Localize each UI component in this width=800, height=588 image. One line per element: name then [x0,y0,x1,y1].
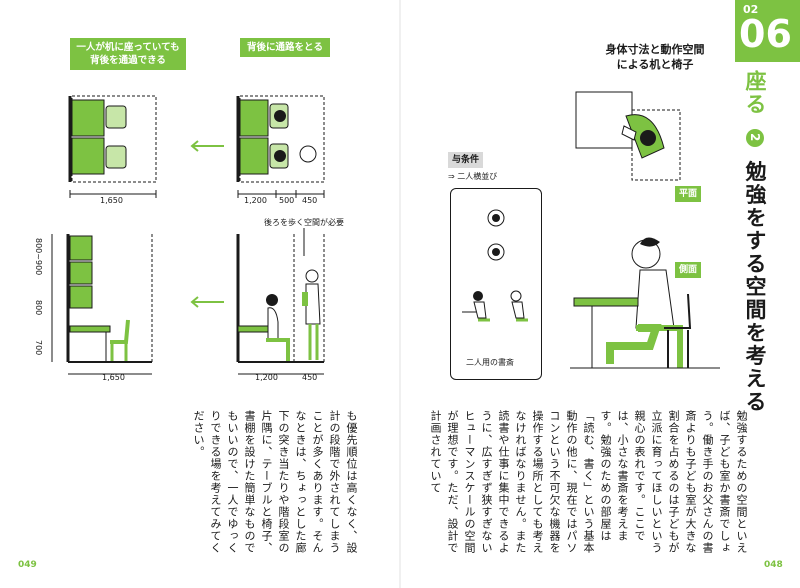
dim-side-900: 800~900 [34,238,43,276]
chapter-box: 02 06 [735,0,800,62]
note-leader [303,228,305,256]
dim-side-800: 800 [34,300,43,316]
right-page: 身体寸法と動作空間 による机と椅子 与条件 ⇒ 二人横並び 二人用の書斎 平面 [400,0,800,588]
side-view [570,237,720,369]
tag-conditions: 与条件 [448,152,484,168]
section-number-badge: 2 [746,129,764,148]
note-walk-space: 後ろを歩く空間が必要 [264,218,344,227]
section-word: 座る [743,70,767,116]
side-title: 座る 2 勉強をする空間を考える [740,70,770,414]
left-page: 一人が机に座っていても 背後を通過できる 背後に通路をとる 1,650 1,2 [18,38,358,570]
conditions-illustration [462,209,528,322]
elevation-passage [236,234,325,375]
label-passage: 背後に通路をとる [240,38,330,57]
tag-plan: 平面 [675,186,702,202]
dim-top-right-b: 500 [279,196,295,205]
tag-side: 側面 [675,262,702,278]
section-title: 勉強をする空間を考える [743,160,767,414]
left-body-text: も優先順位は高くなく、設計の段階で外されてしまうことが多くあります。そんなときは… [192,410,358,554]
condition-text: ⇒ 二人横並び [448,172,498,181]
plan-sit-pass [68,95,157,198]
gutter [399,0,401,588]
chapter-number: 02 [743,3,759,16]
dim-side-700: 700 [34,340,43,356]
plan-passage [236,95,325,198]
dim-bottom-right-b: 450 [302,373,318,382]
right-body-text: 勉強するための空間といえば、子ども室か書斎でしょう。働き手のお父さんの書斎よりも… [429,410,748,554]
folio-right: 048 [764,560,783,570]
elevation-sit-pass [51,234,153,375]
arrow-left-icon [190,140,224,152]
dim-bottom-left: 1,650 [102,373,125,382]
chapter-big-number: 06 [739,12,792,56]
caption-study: 二人用の書斎 [466,358,514,367]
label-sit-pass: 一人が机に座っていても 背後を通過できる [70,38,186,70]
arrow-left-icon [190,296,224,308]
dim-top-right-a: 1,200 [244,196,267,205]
dim-top-right-c: 450 [302,196,318,205]
folio-left: 049 [18,560,37,570]
dim-top-left: 1,650 [100,196,123,205]
conditions-frame [450,188,542,380]
plan-view [575,91,681,181]
dim-bottom-right-a: 1,200 [255,373,278,382]
heading-dims: 身体寸法と動作空間 による机と椅子 [605,43,705,71]
